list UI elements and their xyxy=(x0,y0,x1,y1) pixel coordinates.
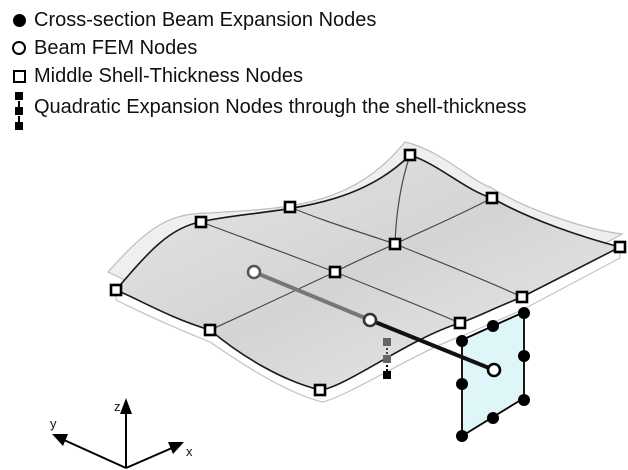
shell-node xyxy=(203,323,217,337)
beam-fem-nodes xyxy=(246,264,502,378)
legend-label: Beam FEM Nodes xyxy=(34,37,198,59)
open-square-icon xyxy=(10,69,28,83)
shell-node xyxy=(485,191,499,205)
shell-node xyxy=(109,283,123,297)
shell-middle-surface xyxy=(114,154,623,391)
shell-node xyxy=(613,240,627,254)
legend: Cross-section Beam Expansion Nodes Beam … xyxy=(10,6,527,130)
cross-section-node xyxy=(456,378,468,390)
filled-circle-icon xyxy=(10,13,28,27)
shell-node xyxy=(283,200,297,214)
open-circle-icon xyxy=(10,41,28,55)
shell-node xyxy=(328,265,342,279)
axis-label-x: x xyxy=(186,444,193,459)
cross-section-node xyxy=(518,350,530,362)
beam-node xyxy=(362,312,378,328)
thickness-expansion-nodes xyxy=(383,338,391,379)
square-stack-icon xyxy=(10,84,28,130)
beam-node xyxy=(246,264,262,280)
beam-node xyxy=(486,362,502,378)
axis-label-y: y xyxy=(50,416,57,431)
shell-node xyxy=(388,237,402,251)
cross-section-node xyxy=(456,430,468,442)
legend-item-quadratic-expansion-nodes: Quadratic Expansion Nodes through the sh… xyxy=(10,90,527,130)
shell-node xyxy=(515,290,529,304)
cross-section-node xyxy=(456,335,468,347)
legend-label: Middle Shell-Thickness Nodes xyxy=(34,65,304,87)
cross-section-nodes xyxy=(456,307,530,442)
shell-node xyxy=(313,383,327,397)
legend-item-beam-fem-nodes: Beam FEM Nodes xyxy=(10,34,527,62)
legend-label: Quadratic Expansion Nodes through the sh… xyxy=(34,96,527,118)
cross-section-node xyxy=(518,307,530,319)
legend-item-cross-section-nodes: Cross-section Beam Expansion Nodes xyxy=(10,6,527,34)
cross-section-node xyxy=(518,394,530,406)
middle-shell-nodes xyxy=(109,148,627,397)
shell-node xyxy=(453,316,467,330)
shell-lower-edge xyxy=(115,257,621,403)
axis-label-z: z xyxy=(114,399,121,414)
legend-label: Cross-section Beam Expansion Nodes xyxy=(34,9,377,31)
coordinate-axes xyxy=(52,398,184,469)
cross-section-node xyxy=(487,320,499,332)
cross-section-node xyxy=(487,412,499,424)
shell-node xyxy=(403,148,417,162)
shell-node xyxy=(194,215,208,229)
beam-axis-visible xyxy=(369,318,495,372)
legend-item-middle-shell-nodes: Middle Shell-Thickness Nodes xyxy=(10,62,527,90)
beam-axis-hidden xyxy=(253,270,371,322)
